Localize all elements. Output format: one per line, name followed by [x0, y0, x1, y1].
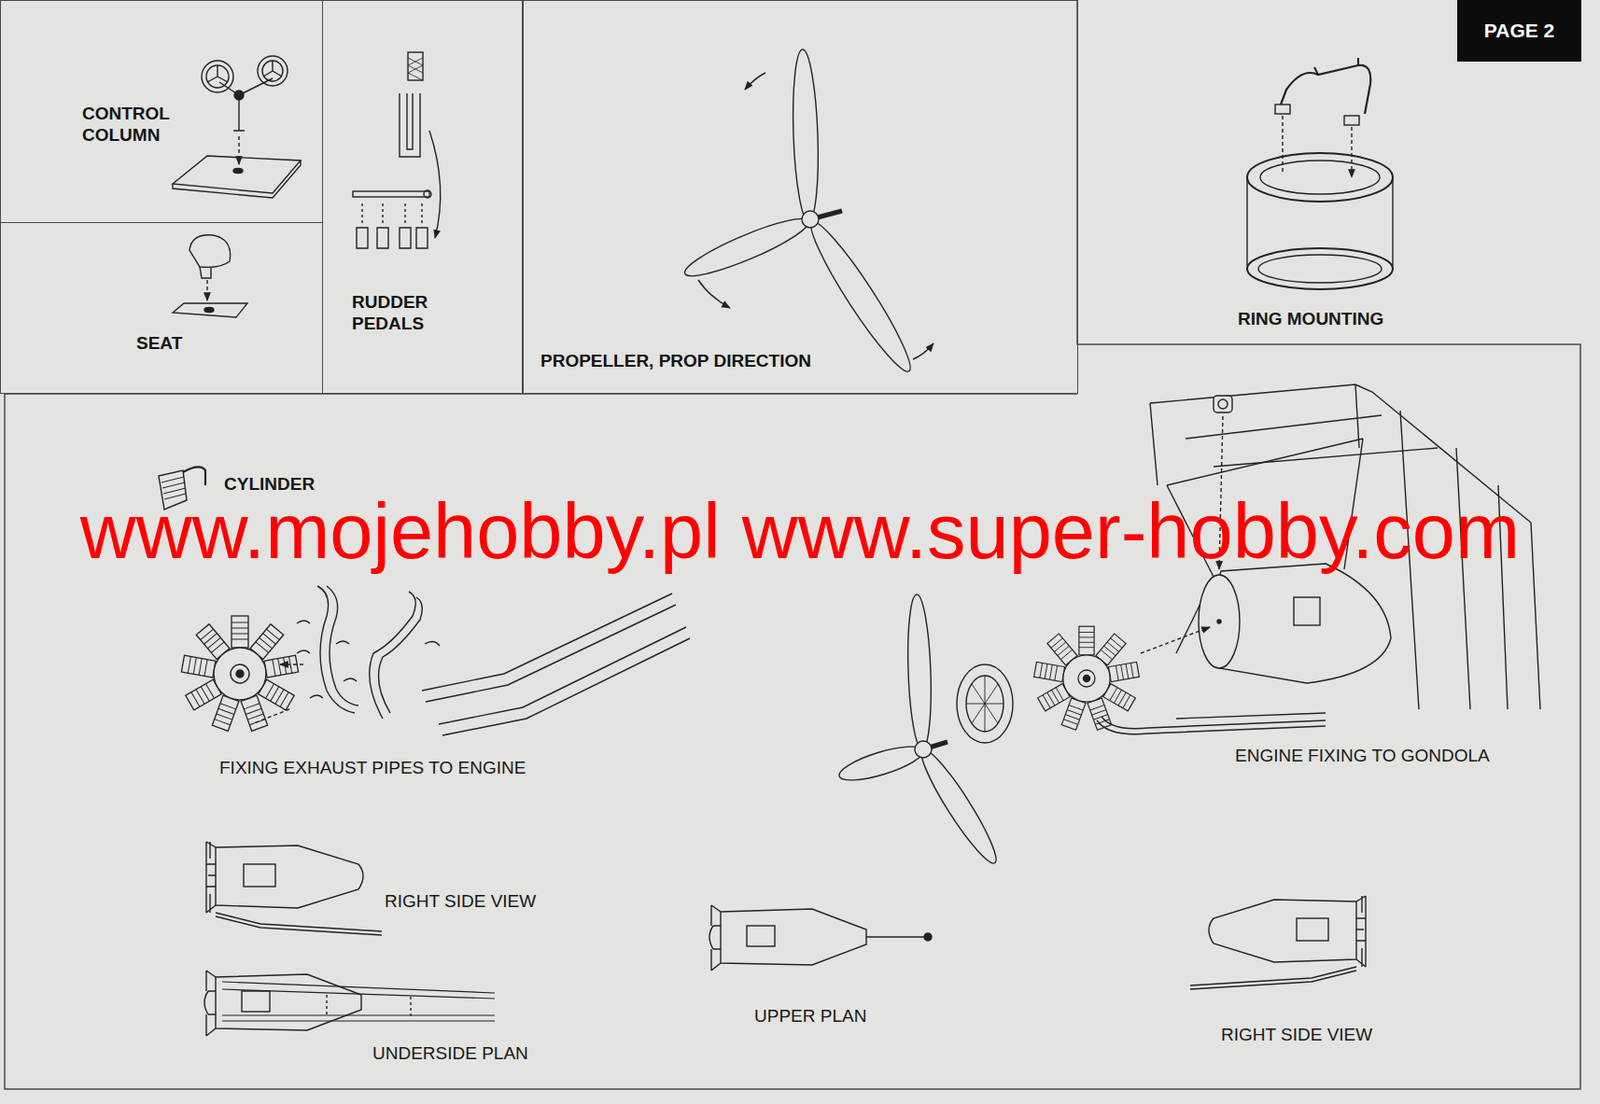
part-name: RING MOUNTING — [1237, 308, 1384, 331]
panel-title: PROPELLER, PROP DIRECTION — [540, 350, 812, 373]
step-caption: ENGINE FIXING TO GONDOLA — [1235, 745, 1490, 768]
view-caption: UNDERSIDE PLAN — [372, 1043, 529, 1066]
instruction-panel: RUDDER PEDALS — [322, 0, 524, 394]
panel-title: SEAT — [136, 333, 183, 355]
watermark: www.mojehobby.pl www.super-hobby.com — [0, 485, 1600, 579]
page-number-tag: PAGE 2 — [1457, 0, 1582, 62]
view-caption: UPPER PLAN — [754, 1006, 867, 1028]
instruction-panel: SEAT — [0, 222, 323, 394]
page-number: PAGE 2 — [1484, 18, 1555, 43]
panel-title: RUDDER PEDALS — [351, 292, 455, 336]
instruction-panel: PROPELLER, PROP DIRECTION — [521, 0, 1079, 394]
instruction-panel: CONTROL COLUMN — [0, 0, 323, 224]
step-caption: FIXING EXHAUST PIPES TO ENGINE — [219, 757, 526, 780]
view-caption: RIGHT SIDE VIEW — [384, 891, 536, 913]
panel-title: CONTROL COLUMN — [82, 103, 185, 147]
view-caption: RIGHT SIDE VIEW — [1221, 1024, 1373, 1047]
